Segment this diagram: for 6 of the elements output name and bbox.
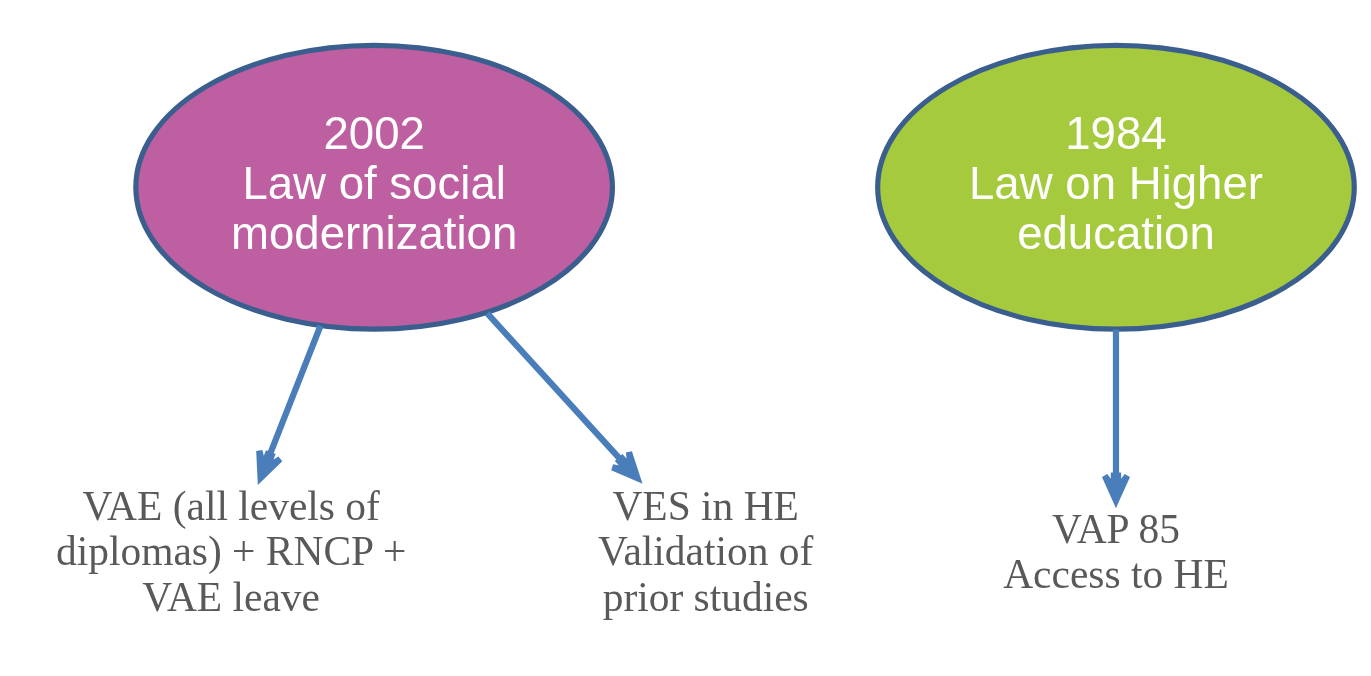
node-ellipse: 2002 Law of social modernization	[132, 42, 615, 332]
node-ellipse: 1984 Law on Higher education	[874, 42, 1357, 332]
node-text: VAP 85 Access to HE	[1002, 505, 1229, 597]
node-text: VES in HE Validation of prior studies	[597, 482, 813, 620]
arrow	[484, 310, 641, 481]
node-text: VAE (all levels of diplomas) + RNCP + VAE leave	[55, 482, 406, 620]
